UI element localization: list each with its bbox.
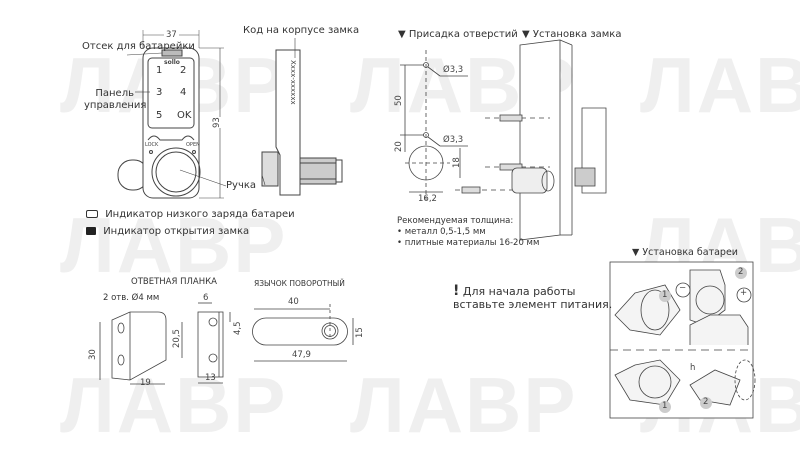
dim-6: 6 [203, 293, 209, 303]
key-3[interactable]: 3 [156, 87, 163, 98]
warning-line: Для начала работы [462, 285, 576, 298]
step-number: 2 [738, 267, 744, 277]
key-5[interactable]: 5 [156, 110, 163, 121]
key-4[interactable]: 4 [180, 87, 187, 98]
hole-diameter-2: Ø3,3 [443, 135, 464, 145]
dim-15: 15 [355, 327, 365, 338]
brand-logo: sollo [164, 59, 180, 66]
watermark: ЛАВР [640, 41, 800, 129]
legend-item: Индикатор открытия замка [86, 226, 249, 238]
dim-50: 50 [394, 95, 404, 106]
tongue-drawing [252, 304, 354, 362]
dim-20-5: 20,5 [172, 329, 182, 348]
key-ok[interactable]: OK [177, 110, 192, 121]
dim-height: 93 [212, 117, 222, 128]
dim-16-2: 16,2 [418, 194, 437, 204]
holes-header: ▼ Присадка отверстий [398, 29, 518, 41]
watermark: ЛАВР [60, 361, 288, 449]
strike-title: ОТВЕТНАЯ ПЛАНКА [131, 277, 217, 287]
thickness-title: Рекомендуемая толщина: [397, 216, 514, 226]
install-header-text: Установка замка [532, 29, 622, 40]
battery-header-text: Установка батареи [642, 247, 738, 258]
plus-icon: + [740, 288, 748, 298]
dim-4-5: 4,5 [233, 321, 243, 335]
dim-19: 19 [140, 378, 151, 388]
dim-47-9: 47,9 [292, 350, 311, 360]
control-panel-label: Панель управления [84, 88, 147, 111]
warning-line: вставьте элемент питания. [453, 298, 613, 311]
code-text: Xxxx-xxxxxx [289, 60, 297, 105]
battery-drawing [609, 261, 756, 419]
unlock-icon [86, 227, 96, 235]
install-drawing [455, 39, 607, 241]
dim-width: 37 [164, 30, 179, 40]
warning-text: ! Для начала работы вставьте элемент пит… [453, 283, 613, 311]
battery-low-icon [86, 210, 98, 218]
dim-40: 40 [288, 297, 299, 307]
dim-18: 18 [452, 157, 462, 168]
triangle-down-icon: ▼ [632, 247, 643, 258]
handle-label: Ручка [226, 180, 257, 191]
key-2[interactable]: 2 [180, 65, 187, 76]
step-number: 2 [703, 397, 709, 407]
step-number: 1 [662, 290, 668, 300]
triangle-down-icon: ▼ [398, 29, 409, 40]
open-mark: OPEN [186, 142, 200, 148]
dim-13: 13 [205, 373, 216, 383]
key-1[interactable]: 1 [156, 65, 163, 76]
dim-30: 30 [88, 349, 98, 360]
code-label: Код на корпусе замка [243, 25, 360, 36]
legend-label: Индикатор низкого заряда батареи [105, 209, 295, 220]
holes-header-text: Присадка отверстий [408, 29, 518, 40]
install-header: ▼ Установка замка [522, 29, 621, 41]
strike-holes-label: 2 отв. Ø4 мм [103, 293, 160, 303]
strike-drawing [99, 302, 231, 385]
holes-drawing [400, 50, 468, 200]
lock-front-drawing [117, 30, 227, 199]
gap-h-label: h [690, 363, 696, 373]
battery-compartment-label: Отсек для батарейки [82, 41, 195, 52]
lock-side-drawing [261, 38, 343, 196]
hole-diameter-1: Ø3,3 [443, 65, 464, 75]
legend-label: Индикатор открытия замка [103, 226, 250, 237]
minus-icon: − [679, 283, 687, 293]
warning-icon: ! [453, 283, 460, 299]
lock-mark: LOCK [145, 142, 159, 148]
step-number: 1 [662, 401, 668, 411]
watermark: ЛАВР [350, 361, 578, 449]
legend-item: Индикатор низкого заряда батареи [86, 209, 295, 221]
thickness-item: • плитные материалы 16-20 мм [397, 238, 540, 248]
battery-header: ▼ Установка батареи [632, 247, 738, 259]
thickness-item: • металл 0,5-1,5 мм [397, 227, 486, 237]
triangle-down-icon: ▼ [522, 29, 533, 40]
dim-20: 20 [394, 141, 404, 152]
tongue-title: ЯЗЫЧОК ПОВОРОТНЫЙ [254, 279, 345, 288]
